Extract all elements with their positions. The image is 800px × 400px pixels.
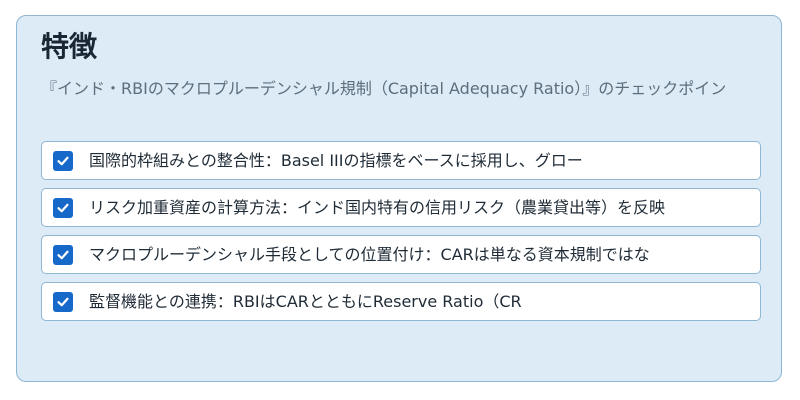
checkmark-icon xyxy=(57,250,69,259)
features-panel: 特徴 『インド・RBIのマクロプルーデンシャル規制（Capital Adequa… xyxy=(16,15,782,382)
checklist-item-label: 国際的枠組みとの整合性：Basel IIIの指標をベースに採用し、グロー xyxy=(89,150,583,170)
checkmark-icon xyxy=(57,203,69,212)
checklist-item-label: 監督機能との連携：RBIはCARとともにReserve Ratio（CR xyxy=(89,291,522,311)
checklist-item-label: リスク加重資産の計算方法：インド国内特有の信用リスク（農業貸出等）を反映 xyxy=(89,197,666,217)
checklist-item[interactable]: 国際的枠組みとの整合性：Basel IIIの指標をベースに採用し、グロー xyxy=(41,141,761,180)
checklist-item[interactable]: リスク加重資産の計算方法：インド国内特有の信用リスク（農業貸出等）を反映 xyxy=(41,188,761,227)
checkmark-icon xyxy=(57,297,69,306)
panel-title: 特徴 xyxy=(41,30,98,63)
checklist-item[interactable]: マクロプルーデンシャル手段としての位置付け：CARは単なる資本規制ではな xyxy=(41,235,761,274)
checkbox-checked[interactable] xyxy=(53,197,73,218)
checklist-item-label: マクロプルーデンシャル手段としての位置付け：CARは単なる資本規制ではな xyxy=(89,244,650,264)
checklist-item[interactable]: 監督機能との連携：RBIはCARとともにReserve Ratio（CR xyxy=(41,282,761,321)
checkbox-checked[interactable] xyxy=(53,244,73,265)
panel-subtitle: 『インド・RBIのマクロプルーデンシャル規制（Capital Adequacy … xyxy=(41,79,727,98)
checkbox-checked[interactable] xyxy=(53,291,73,312)
checklist: 国際的枠組みとの整合性：Basel IIIの指標をベースに採用し、グロー リスク… xyxy=(41,141,761,329)
checkmark-icon xyxy=(57,156,69,165)
checkbox-checked[interactable] xyxy=(53,150,73,171)
